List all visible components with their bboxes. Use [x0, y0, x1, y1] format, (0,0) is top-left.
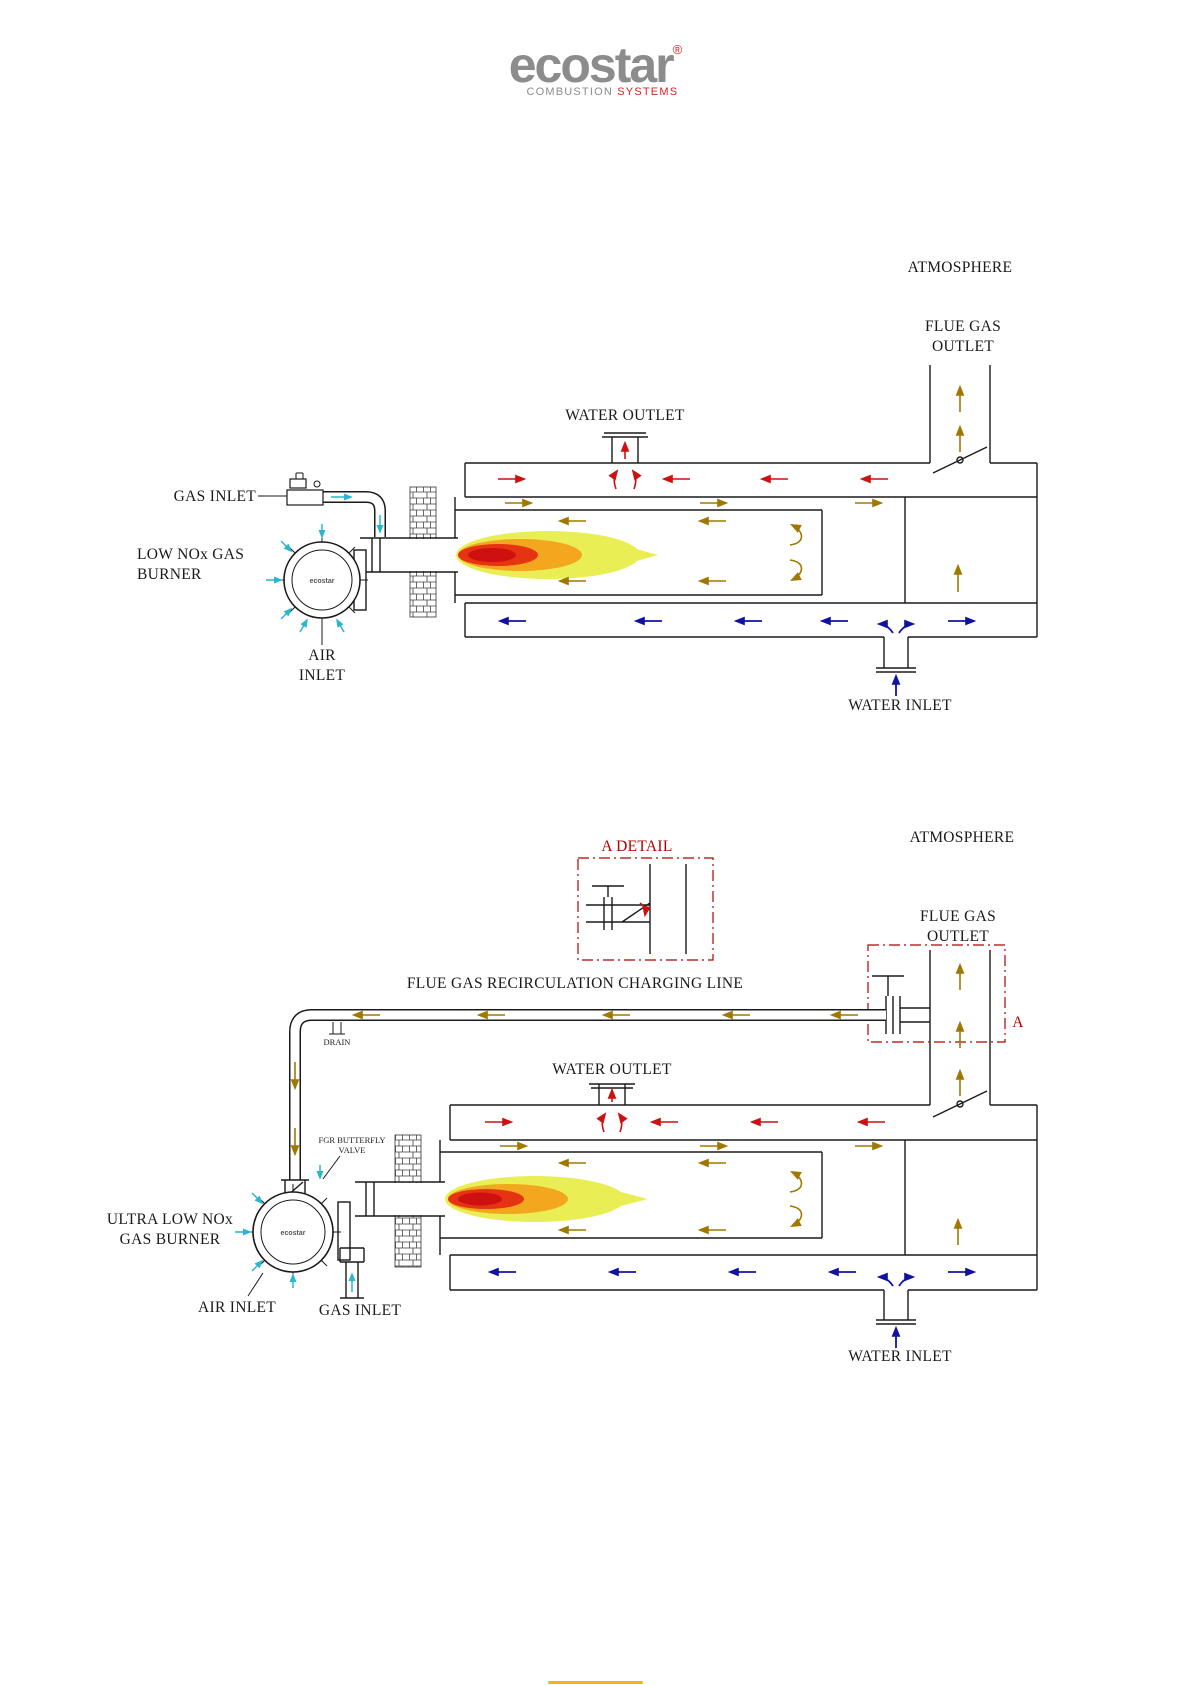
detail-title-label: A DETAIL: [601, 838, 672, 855]
stack-damper-pivot: [956, 1100, 964, 1108]
burner-brand-text: ecostar: [281, 1230, 306, 1237]
cold-water-arrows: [487, 1267, 977, 1348]
detail-view: [577, 857, 714, 961]
burner-body: ecostar: [276, 534, 368, 626]
fgr-pipe: [289, 1009, 886, 1180]
gas-valve-actuator: [289, 478, 307, 489]
air-inlet-leader: [247, 1272, 264, 1297]
burner-label-2: GAS BURNER: [120, 1231, 221, 1248]
air-gas-arrows: [235, 1165, 356, 1292]
atmosphere-label: ATMOSPHERE: [908, 259, 1013, 276]
gas-pressure-gauge: [313, 480, 321, 488]
section-a-box: [867, 944, 1006, 1043]
drain-stub: [329, 1022, 345, 1035]
boiler-shell: [454, 462, 1038, 638]
logo-registered-icon: ®: [672, 42, 683, 57]
logo-block: ecostar® COMBUSTION SYSTEMS: [509, 40, 682, 98]
air-inlet-label-1: AIR: [308, 647, 336, 664]
burner-brand-text: ecostar: [310, 578, 335, 585]
burner-blast-tube: [355, 1181, 445, 1217]
water-inlet-pipe: [876, 1290, 916, 1325]
logo-tagline-systems: SYSTEMS: [617, 86, 679, 98]
flue-gas-arrows: [290, 962, 965, 1245]
flame: [456, 531, 658, 579]
hot-water-arrows: [485, 1087, 885, 1133]
flue-gas-outlet-label-2: OUTLET: [932, 338, 994, 355]
water-inlet-pipe: [876, 637, 916, 673]
gas-valve-ticks: [295, 472, 304, 479]
water-inlet-label: WATER INLET: [848, 1348, 952, 1365]
logo-tagline: COMBUSTION SYSTEMS: [509, 86, 682, 98]
logo-tagline-combustion: COMBUSTION: [526, 86, 613, 98]
burner-housing-inner: [260, 1199, 326, 1265]
gas-pipe-bore: [323, 492, 385, 537]
gas-inlet-pipe: [339, 1247, 365, 1299]
detail-box: [577, 857, 714, 961]
burner-mount-flange: [337, 1201, 351, 1261]
burner-label-1: ULTRA LOW NOx: [107, 1211, 233, 1228]
burner-label-1: LOW NOx GAS: [137, 546, 244, 563]
gas-train: [258, 472, 386, 537]
atmosphere-label: ATMOSPHERE: [910, 829, 1015, 846]
burner-body: ecostar: [245, 1184, 351, 1280]
section-a-marker: A: [1012, 1014, 1024, 1031]
ultra-low-nox-boiler-diagram: ecostar: [107, 829, 1038, 1365]
flame: [445, 1176, 648, 1222]
water-outlet-pipe: [602, 432, 648, 463]
fgr-valve-label-2: VALVE: [339, 1145, 366, 1155]
stack-damper-pivot: [956, 456, 964, 464]
fgr-valve-leader: [322, 1155, 341, 1180]
burner-housing-inner: [291, 549, 353, 611]
flue-gas-outlet-label-1: FLUE GAS: [925, 318, 1001, 335]
gas-valve-body: [286, 489, 324, 506]
flue-stack: [929, 950, 991, 1118]
fgr-line-label: FLUE GAS RECIRCULATION CHARGING LINE: [407, 975, 743, 992]
water-outlet-label: WATER OUTLET: [565, 407, 685, 424]
low-nox-boiler-diagram: ecostar: [137, 259, 1038, 714]
burner-label-2: BURNER: [137, 566, 202, 583]
logo-wordmark: ecostar: [508, 37, 675, 93]
gas-pipe-outline: [323, 491, 386, 537]
air-inlet-label: AIR INLET: [198, 1299, 276, 1316]
fgr-takeoff-valve: [872, 975, 930, 1034]
detail-drawing: [586, 864, 687, 954]
drain-label: DRAIN: [324, 1037, 351, 1047]
logo-wordmark-row: ecostar®: [509, 40, 682, 90]
flame-core: [458, 1192, 502, 1206]
gas-inlet-label: GAS INLET: [174, 488, 257, 505]
burner-blast-tube: [360, 537, 458, 573]
boiler-shell: [439, 1104, 1038, 1291]
detail-angle-arc: [639, 902, 651, 918]
page-bottom-flame-edge: [548, 1681, 643, 1684]
cold-water-arrows: [497, 616, 977, 696]
flue-gas-outlet-label-1: FLUE GAS: [920, 908, 996, 925]
flue-gas-outlet-label-2: OUTLET: [927, 928, 989, 945]
hot-water-arrows: [498, 440, 888, 490]
water-outlet-label: WATER OUTLET: [552, 1061, 672, 1078]
blast-tube-backing: [400, 539, 460, 571]
labels-top: ATMOSPHERE FLUE GAS OUTLET WATER OUTLET …: [137, 259, 1012, 714]
water-inlet-label: WATER INLET: [848, 697, 952, 714]
blast-tube-backing: [388, 1183, 448, 1215]
air-inlet-label-2: INLET: [299, 667, 345, 684]
fgr-valve-label-1: FGR BUTTERFLY: [319, 1135, 386, 1145]
ecostar-logo: ecostar® COMBUSTION SYSTEMS: [0, 40, 1191, 98]
flue-gas-arrows: [505, 384, 965, 592]
gas-inlet-label: GAS INLET: [319, 1302, 402, 1319]
labels-bottom: A DETAIL ATMOSPHERE FLUE GAS OUTLET A FL…: [107, 829, 1024, 1365]
air-gas-arrows: [266, 493, 384, 633]
flue-stack: [929, 365, 991, 474]
flame-core: [468, 548, 516, 562]
